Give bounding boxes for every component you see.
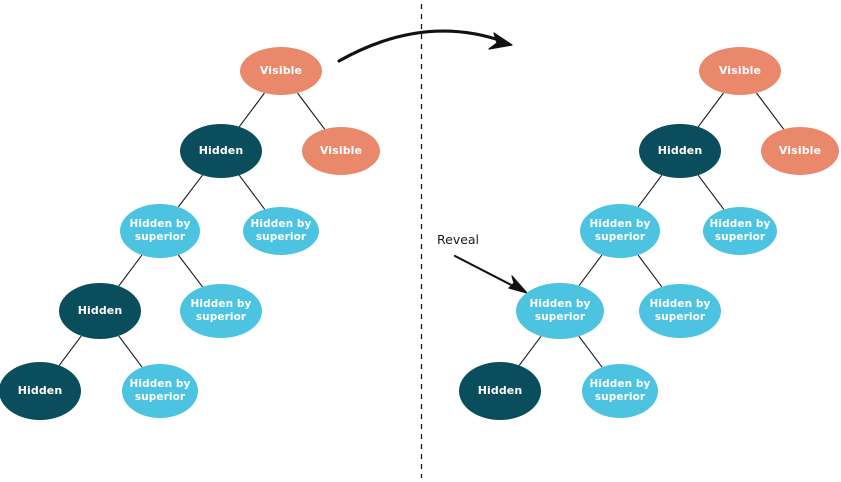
tree-edge <box>756 92 785 130</box>
tree-edge <box>637 174 663 208</box>
right-tree-node-hidden[interactable]: Hidden <box>639 124 721 178</box>
right-tree-node-visible[interactable]: Visible <box>761 127 839 175</box>
tree-edge <box>518 335 542 366</box>
left-tree-node-hidden[interactable]: Hidden <box>59 283 141 339</box>
tree-edge <box>637 254 663 288</box>
left-tree-node-hidden-by-superior[interactable]: Hidden by superior <box>120 204 200 258</box>
left-tree-node-hidden[interactable]: Hidden <box>0 362 81 420</box>
tree-edge <box>578 254 603 287</box>
reveal-label: Reveal <box>437 232 480 247</box>
right-tree-node-hidden-by-superior[interactable]: Hidden by superior <box>582 364 658 418</box>
right-tree-node-hidden-by-superior[interactable]: Hidden by superior <box>639 284 721 338</box>
tree-edge <box>297 92 326 130</box>
right-tree-node-hidden[interactable]: Hidden <box>459 362 541 420</box>
tree-edge <box>238 174 266 210</box>
left-tree-node-hidden-by-superior[interactable]: Hidden by superior <box>122 364 198 418</box>
right-tree-node-hidden-by-superior[interactable]: Hidden by superior <box>703 207 777 255</box>
tree-edge <box>578 335 603 368</box>
tree-edge <box>238 92 265 128</box>
tree-edge <box>177 254 204 288</box>
reveal-arrow-icon <box>453 254 528 294</box>
right-tree-node-visible[interactable]: Visible <box>699 47 781 95</box>
right-tree-node-hidden-by-superior[interactable]: Hidden by superior <box>516 283 604 339</box>
tree-edge <box>697 174 725 210</box>
tree-edge <box>177 174 204 208</box>
transform-arrow-icon <box>337 29 513 63</box>
left-tree-node-visible[interactable]: Visible <box>240 47 322 95</box>
tree-edge <box>697 92 724 128</box>
tree-edge <box>118 254 143 287</box>
left-tree-node-hidden-by-superior[interactable]: Hidden by superior <box>180 284 262 338</box>
right-tree-node-hidden-by-superior[interactable]: Hidden by superior <box>580 204 660 258</box>
tree-edge <box>118 335 143 368</box>
left-tree-node-hidden-by-superior[interactable]: Hidden by superior <box>243 207 319 255</box>
tree-edge <box>58 335 82 366</box>
left-tree-node-hidden[interactable]: Hidden <box>180 124 262 178</box>
left-tree-node-visible[interactable]: Visible <box>302 127 380 175</box>
